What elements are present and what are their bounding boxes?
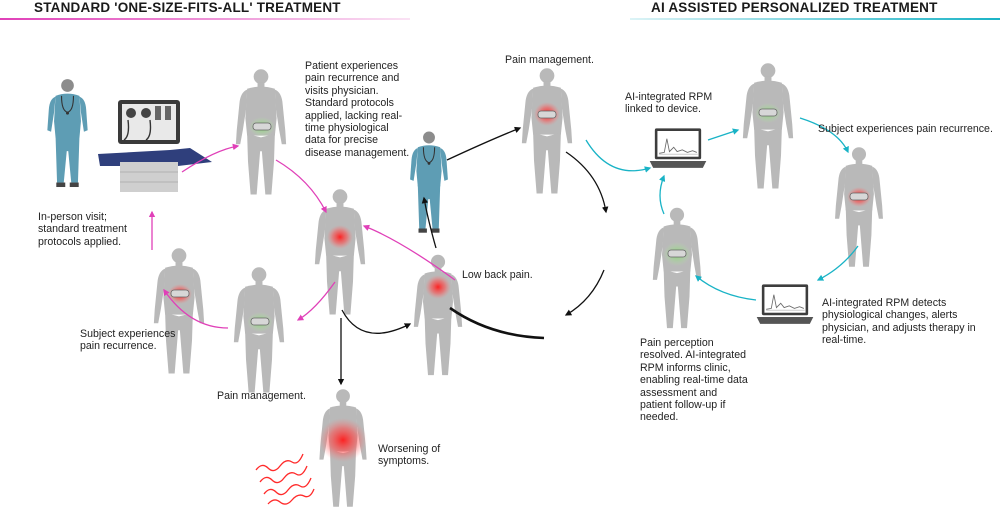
ai-rpm-linked-figure [742, 63, 794, 189]
right-heading-underline [630, 18, 1000, 20]
std-pain-management-figure [233, 267, 285, 393]
caption-ai-rpm-linked: AI-integrated RPM linked to device. [625, 91, 713, 116]
caption-worsening: Worsening of symptoms. [378, 443, 441, 468]
ai-resolved-figure [652, 207, 702, 329]
pain-radiation-waves [255, 453, 315, 505]
caption-patient-recurrence-visit: Patient experiences pain recurrence and … [305, 60, 410, 159]
caption-ai-detects: AI-integrated RPM detects physiological … [822, 297, 976, 347]
standard-treatment-heading: STANDARD 'ONE-SIZE-FITS-ALL' TREATMENT [34, 0, 341, 15]
caption-std-pain-management: Pain management. [217, 390, 306, 402]
ai-recurrence-figure [835, 147, 883, 267]
clinician-left [46, 78, 89, 188]
std-cycle-arrows [148, 143, 336, 329]
caption-low-back-pain: Low back pain. [462, 269, 533, 281]
exam-table-illustration [98, 100, 212, 192]
caption-std-recurrence: Subject experiences pain recurrence. [80, 328, 176, 353]
center-arrows [337, 126, 609, 386]
caption-center-pain-management: Pain management. [505, 54, 594, 66]
ai-cycle-arrows [585, 117, 859, 301]
caption-ai-recurrence: Subject experiences pain recurrence. [818, 123, 993, 135]
std-central-pain-figure [314, 189, 366, 315]
laptop-rpm-bottom [756, 283, 814, 325]
worsening-figure [319, 389, 367, 507]
left-heading-underline [0, 18, 410, 20]
ai-treatment-heading: AI ASSISTED PERSONALIZED TREATMENT [651, 0, 938, 15]
laptop-rpm-top [649, 127, 707, 169]
caption-in-person-visit: In-person visit; standard treatment prot… [38, 211, 127, 248]
low-back-pain-figure [413, 254, 463, 376]
caption-ai-resolved: Pain perception resolved. AI-integrated … [640, 337, 748, 424]
center-pain-management-figure [521, 68, 573, 194]
patient-recurrence-visit-figure [235, 69, 287, 195]
center-clinician [409, 131, 449, 234]
std-recurrence-figure [153, 248, 205, 374]
